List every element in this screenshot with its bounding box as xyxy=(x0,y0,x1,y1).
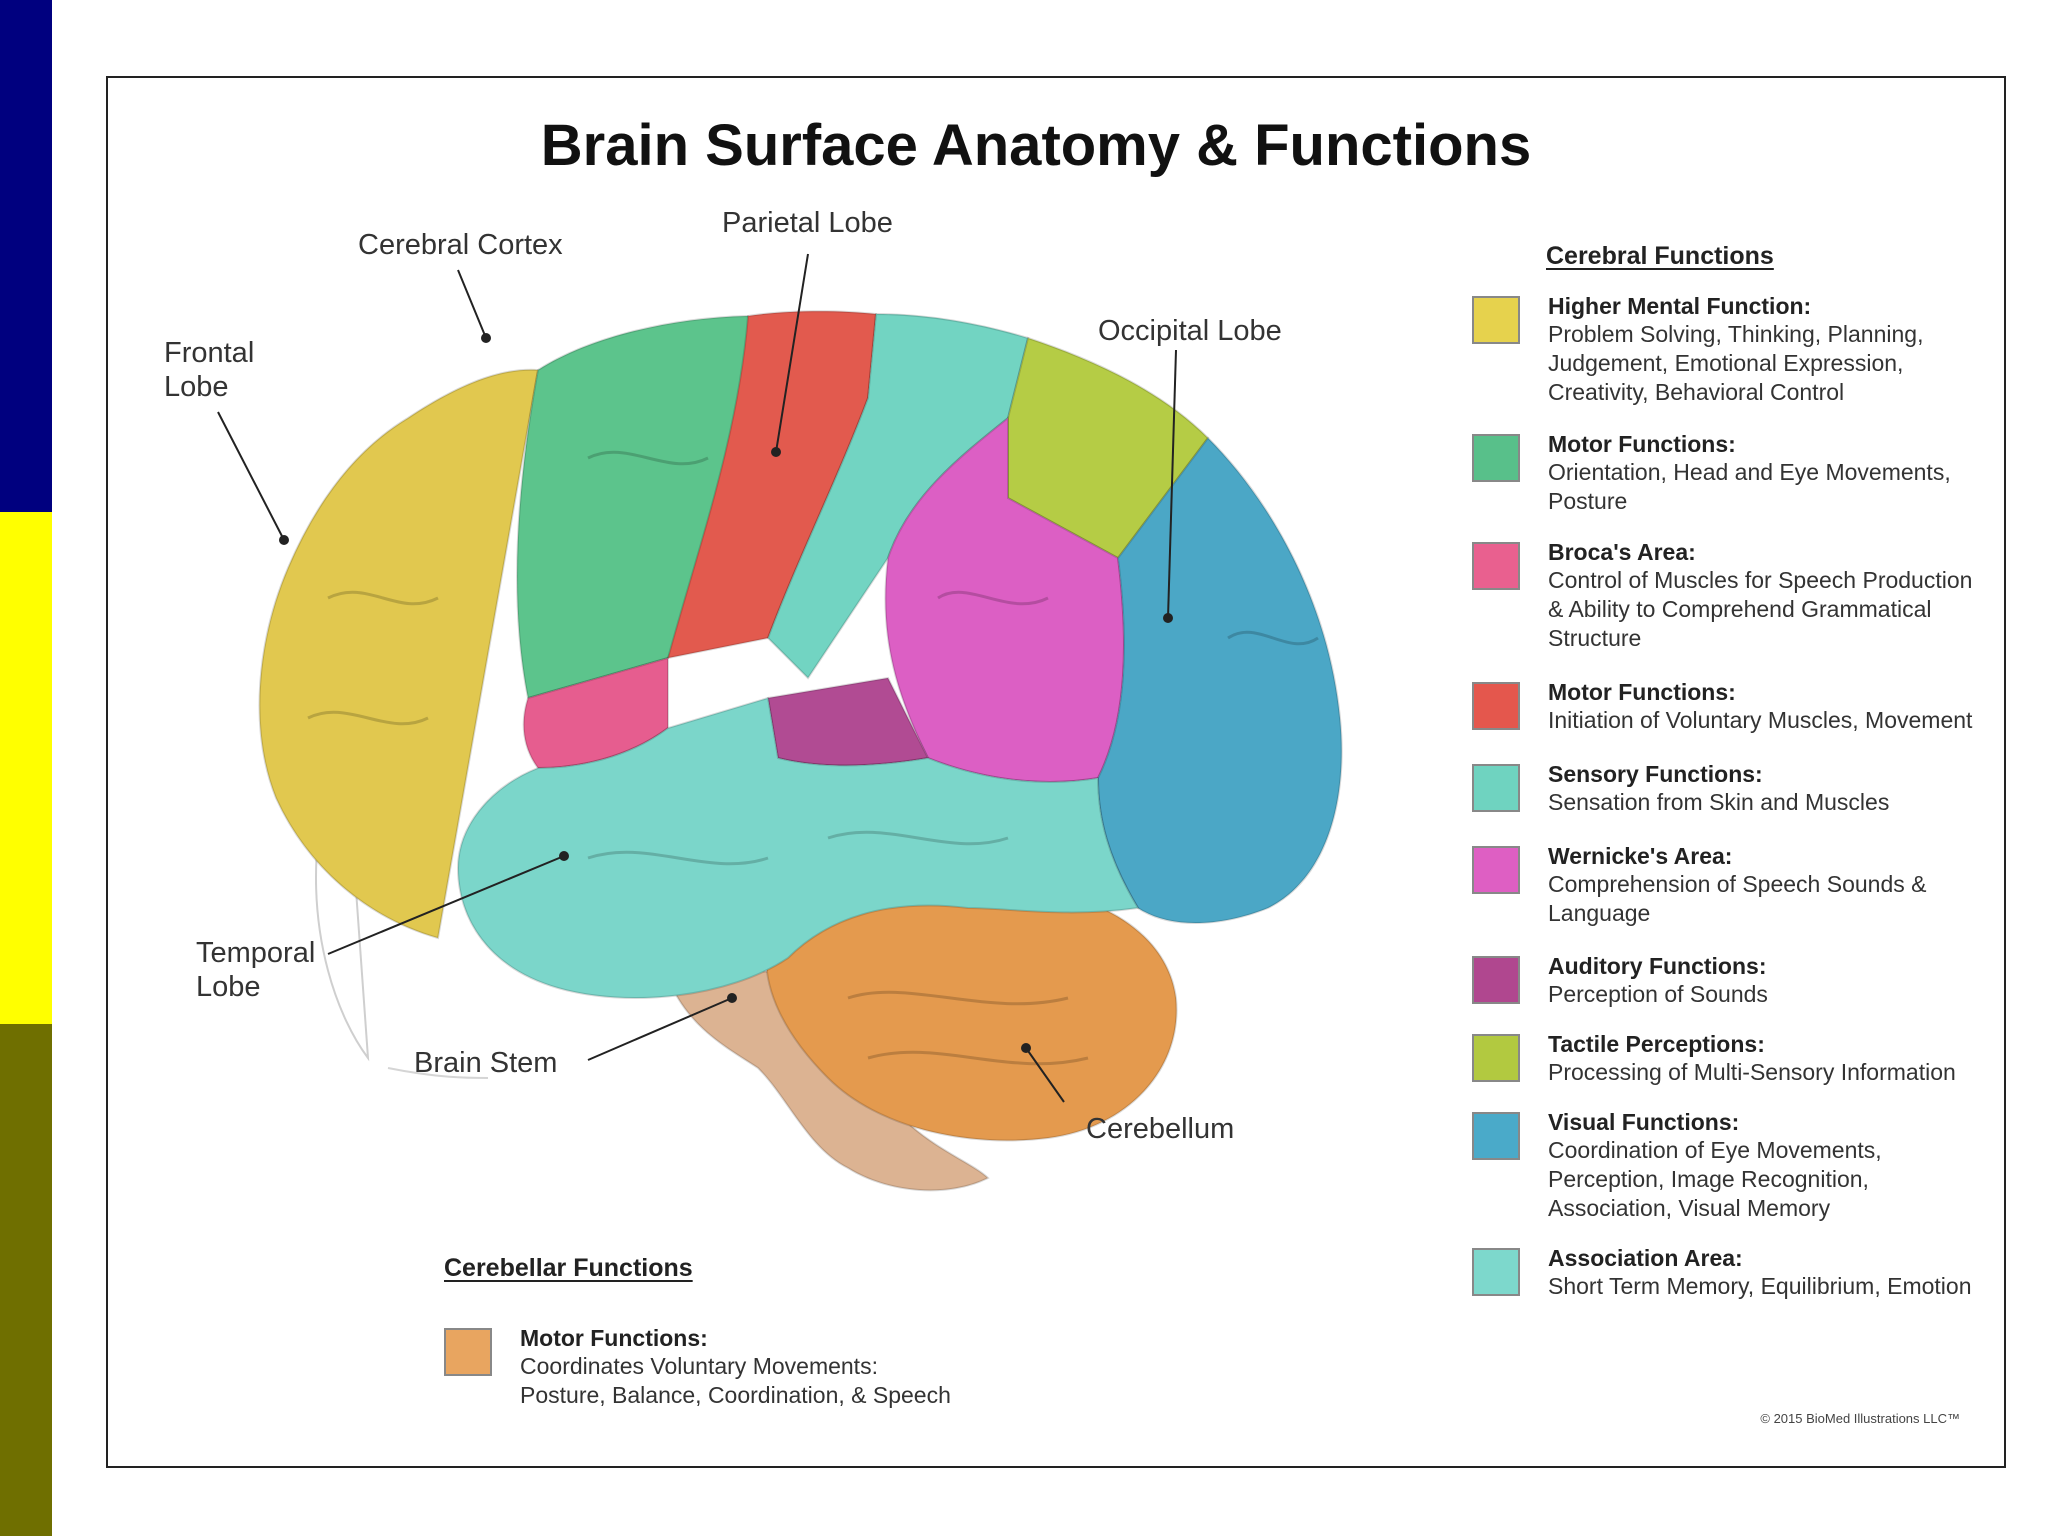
legend-item-title: Motor Functions: xyxy=(520,1325,708,1351)
leader-temporal xyxy=(327,855,565,955)
legend-swatch xyxy=(1472,542,1520,590)
cerebral-legend-heading: Cerebral Functions xyxy=(1546,242,1774,270)
temporal-region xyxy=(456,696,1140,999)
leader-lines xyxy=(217,253,1177,1103)
leader-occipital xyxy=(1167,349,1177,619)
cerebellar-legend-heading: Cerebellar Functions xyxy=(444,1254,693,1282)
legend-swatch xyxy=(444,1328,492,1376)
legend-item-description: Perception of Sounds xyxy=(1548,981,1768,1007)
label-frontal-lobe: Frontal Lobe xyxy=(164,337,255,403)
legend-swatch xyxy=(1472,956,1520,1004)
visual-region xyxy=(1096,436,1343,924)
wernicke-region xyxy=(884,415,1125,783)
legend-swatch xyxy=(1472,682,1520,730)
legend-item-description: Coordination of Eye Movements, Perceptio… xyxy=(1548,1137,1882,1221)
legend-item-title: Tactile Perceptions: xyxy=(1548,1031,1765,1057)
legend-item-title: Sensory Functions: xyxy=(1548,761,1763,787)
legend-item-title: Higher Mental Function: xyxy=(1548,293,1812,319)
legend-item-description: Sensation from Skin and Muscles xyxy=(1548,789,1890,815)
broca-region xyxy=(522,656,669,770)
legend-item-title: Motor Functions: xyxy=(1548,679,1736,705)
legend-item-description: Short Term Memory, Equilibrium, Emotion xyxy=(1548,1273,1972,1299)
legend-item-title: Auditory Functions: xyxy=(1548,953,1767,979)
brain-outline-ghost-2 xyxy=(387,1067,489,1079)
legend-swatch xyxy=(1472,434,1520,482)
legend-item-description: Coordinates Voluntary Movements: Posture… xyxy=(520,1353,951,1408)
legend-item-description: Comprehension of Speech Sounds & Languag… xyxy=(1548,871,1927,926)
legend-item-description: Processing of Multi-Sensory Information xyxy=(1548,1059,1956,1085)
leader-parietal xyxy=(775,253,809,453)
sulci-lines xyxy=(307,450,1319,1066)
sidebar-yellow-band xyxy=(0,512,52,1024)
legend-item-title: Visual Functions: xyxy=(1548,1109,1740,1135)
legend-swatch xyxy=(1472,296,1520,344)
leader-dots xyxy=(279,333,1173,1053)
legend-swatch xyxy=(1472,764,1520,812)
brain-illustration xyxy=(217,253,1343,1192)
legend-swatch xyxy=(1472,1248,1520,1296)
legend-swatch xyxy=(1472,1112,1520,1160)
legend-item-title: Association Area: xyxy=(1548,1245,1743,1271)
label-brain-stem: Brain Stem xyxy=(414,1047,558,1079)
leader-cerebral-cortex xyxy=(457,269,487,339)
legend-swatch xyxy=(1472,1034,1520,1082)
legend-item-title: Wernicke's Area: xyxy=(1548,843,1733,869)
slide-sidebar xyxy=(0,0,52,1536)
frontal-region xyxy=(258,368,540,940)
leader-brainstem xyxy=(587,997,733,1061)
figure-frame: Brain Surface Anatomy & Functions xyxy=(106,76,2006,1468)
label-occipital-lobe: Occipital Lobe xyxy=(1098,315,1282,347)
label-cerebral-cortex: Cerebral Cortex xyxy=(358,229,563,261)
figure-title: Brain Surface Anatomy & Functions xyxy=(540,113,1532,178)
legend-item-description: Orientation, Head and Eye Movements, Pos… xyxy=(1548,459,1951,514)
motor-green-region xyxy=(516,314,790,700)
label-cerebellum: Cerebellum xyxy=(1086,1113,1235,1145)
sidebar-olive-band xyxy=(0,1024,52,1536)
label-parietal-lobe: Parietal Lobe xyxy=(722,207,893,239)
legend-item-description: Problem Solving, Thinking, Planning, Jud… xyxy=(1548,321,1924,405)
legend-item-title: Motor Functions: xyxy=(1548,431,1736,457)
leader-frontal xyxy=(217,411,285,541)
leader-cerebellum xyxy=(1025,1047,1065,1103)
legend-item-description: Control of Muscles for Speech Production… xyxy=(1548,567,1973,651)
copyright-notice: © 2015 BioMed Illustrations LLC™ xyxy=(1760,1411,1960,1426)
motor-red-region xyxy=(666,310,878,660)
legend-item-description: Initiation of Voluntary Muscles, Movemen… xyxy=(1548,707,1973,733)
sidebar-blue-band xyxy=(0,0,52,512)
label-temporal-lobe: Temporal Lobe xyxy=(196,937,316,1003)
legend-swatch xyxy=(1472,846,1520,894)
legend-item-title: Broca's Area: xyxy=(1548,539,1696,565)
